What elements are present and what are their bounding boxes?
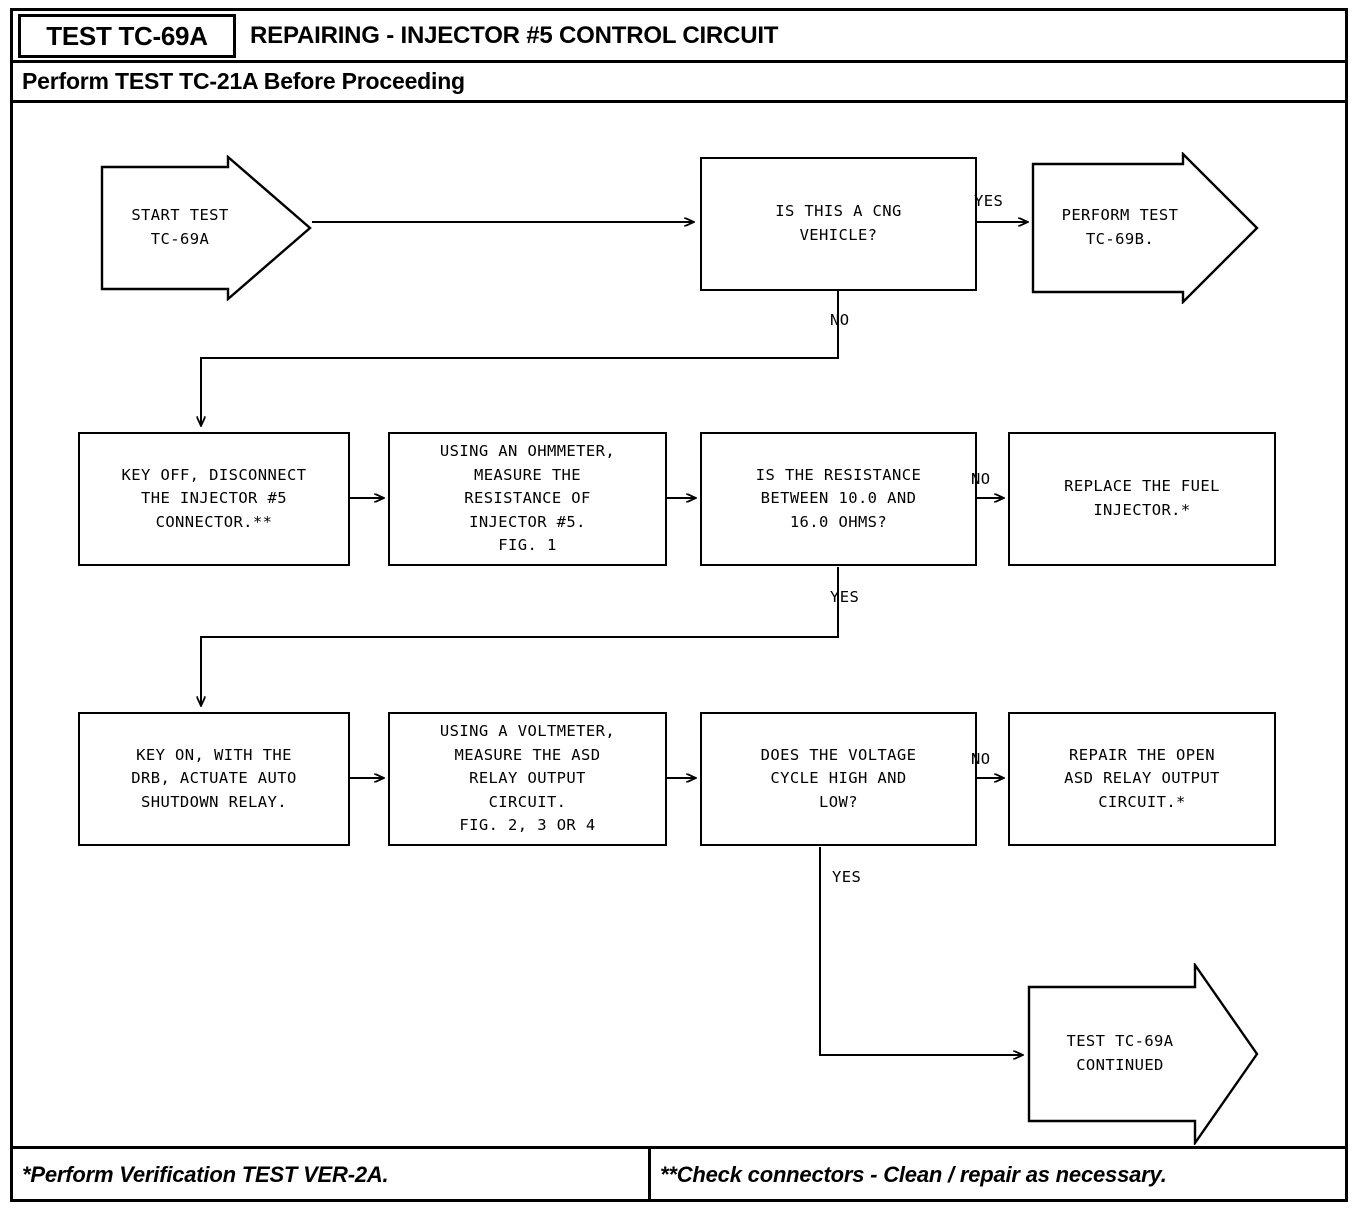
arrow-shape (1027, 963, 1259, 1145)
node-test-continued[interactable]: TEST TC-69A CONTINUED (1027, 963, 1259, 1145)
node-voltage-question-label: DOES THE VOLTAGE CYCLE HIGH AND LOW? (760, 745, 917, 811)
node-measure-resistance-label: USING AN OHMMETER, MEASURE THE RESISTANC… (439, 442, 616, 555)
test-id-box: TEST TC-69A (18, 14, 236, 58)
footer-note-right: **Check connectors - Clean / repair as n… (660, 1162, 1167, 1187)
arrow-shape (100, 155, 312, 301)
node-start-test-label: START TEST TC-69A (131, 206, 229, 248)
node-cng-question[interactable]: IS THIS A CNG VEHICLE? (700, 157, 977, 291)
edge-label-resistance-no: NO (971, 470, 991, 488)
node-perform-tc69b-label: PERFORM TEST TC-69B. (1061, 206, 1179, 248)
node-start-test[interactable]: START TEST TC-69A (100, 155, 312, 301)
node-measure-voltage-label: USING A VOLTMETER, MEASURE THE ASD RELAY… (439, 722, 616, 835)
node-key-off-disconnect-label: KEY OFF, DISCONNECT THE INJECTOR #5 CONN… (121, 465, 307, 531)
header-divider (13, 60, 1345, 63)
node-replace-injector-label: REPLACE THE FUEL INJECTOR.* (1064, 477, 1220, 519)
node-resistance-question-label: IS THE RESISTANCE BETWEEN 10.0 AND 16.0 … (755, 465, 922, 531)
edge-label-voltage-no: NO (971, 750, 991, 768)
footer-note-left: *Perform Verification TEST VER-2A. (22, 1162, 389, 1187)
footer-note-left-cell: *Perform Verification TEST VER-2A. (22, 1154, 642, 1196)
footer-top-rule (13, 1146, 1345, 1149)
node-resistance-question[interactable]: IS THE RESISTANCE BETWEEN 10.0 AND 16.0 … (700, 432, 977, 566)
edge-label-cng-no: NO (830, 311, 850, 329)
node-key-on-actuate[interactable]: KEY ON, WITH THE DRB, ACTUATE AUTO SHUTD… (78, 712, 350, 846)
arrow-shape (1031, 152, 1259, 304)
node-test-continued-label: TEST TC-69A CONTINUED (1066, 1032, 1174, 1074)
node-voltage-question[interactable]: DOES THE VOLTAGE CYCLE HIGH AND LOW? (700, 712, 977, 846)
node-key-on-actuate-label: KEY ON, WITH THE DRB, ACTUATE AUTO SHUTD… (131, 745, 297, 811)
footer-divider (648, 1149, 651, 1199)
edge-label-resistance-yes: YES (830, 588, 860, 606)
footer-note-right-cell: **Check connectors - Clean / repair as n… (660, 1154, 1340, 1196)
node-measure-voltage[interactable]: USING A VOLTMETER, MEASURE THE ASD RELAY… (388, 712, 667, 846)
header-bottom-rule (13, 100, 1345, 103)
node-repair-asd-circuit-label: REPAIR THE OPEN ASD RELAY OUTPUT CIRCUIT… (1064, 745, 1220, 811)
node-perform-tc69b[interactable]: PERFORM TEST TC-69B. (1031, 152, 1259, 304)
node-measure-resistance[interactable]: USING AN OHMMETER, MEASURE THE RESISTANC… (388, 432, 667, 566)
node-key-off-disconnect[interactable]: KEY OFF, DISCONNECT THE INJECTOR #5 CONN… (78, 432, 350, 566)
node-cng-question-label: IS THIS A CNG VEHICLE? (775, 202, 902, 244)
node-repair-asd-circuit[interactable]: REPAIR THE OPEN ASD RELAY OUTPUT CIRCUIT… (1008, 712, 1276, 846)
test-id-label: TEST TC-69A (46, 20, 208, 51)
edge-label-cng-yes: YES (974, 192, 1004, 210)
page-title: REPAIRING - INJECTOR #5 CONTROL CIRCUIT (250, 22, 779, 49)
node-replace-injector[interactable]: REPLACE THE FUEL INJECTOR.* (1008, 432, 1276, 566)
edge-label-voltage-yes: YES (832, 868, 862, 886)
page-border (10, 8, 1348, 1202)
header-subtitle: Perform TEST TC-21A Before Proceeding (22, 68, 465, 94)
